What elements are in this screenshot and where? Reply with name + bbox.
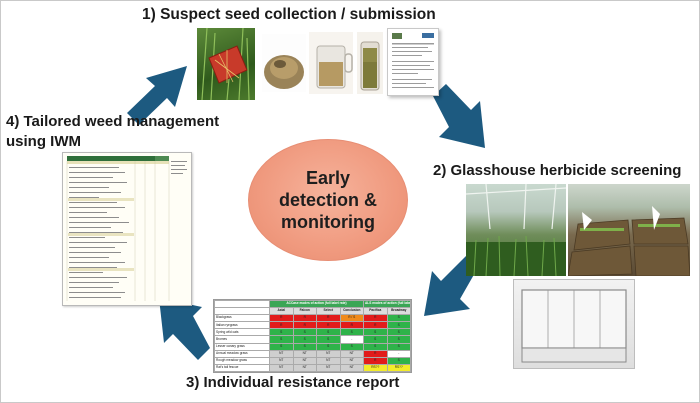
resistance-cell: S [386, 335, 411, 344]
resistance-cell: S [339, 342, 364, 351]
report-column-header: Broadway [386, 307, 411, 316]
step-4-label: 4) Tailored weed management using IWM [6, 113, 220, 150]
resistance-cell: RS?? [363, 363, 388, 372]
resistance-cell: R [339, 321, 364, 330]
field-sample-photo [197, 28, 255, 100]
report-group-header-row: ACCase modes of action (full label rate)… [214, 300, 411, 309]
resistance-cell: R [363, 349, 388, 358]
seed-tube-photo [357, 32, 383, 94]
arrow-icon [159, 298, 210, 360]
seed-pile-photo [262, 34, 306, 92]
growth-cabinet-photo [513, 279, 635, 369]
resistance-cell: S [292, 328, 317, 337]
submission-form-photo [387, 28, 439, 96]
center-ellipse: Early detection & monitoring [248, 139, 408, 261]
resistance-cell: S [316, 335, 341, 344]
report-column-header-row: Axial Falcon Select Conclusion Pacifica … [214, 307, 411, 316]
resistance-cell: S [363, 342, 388, 351]
resistance-cell: R [269, 321, 294, 330]
resistance-cell: NT [269, 349, 294, 358]
resistance-cell: R [269, 314, 294, 323]
resistance-cell: R [316, 321, 341, 330]
resistance-cell: NT [292, 349, 317, 358]
report-column-header: Conclusion [339, 307, 364, 316]
resistance-cell: R / S [339, 314, 364, 323]
report-group-header: ALS modes of action (full label rate) [363, 300, 411, 309]
report-column-header: Select [316, 307, 341, 316]
resistance-cell: S [292, 335, 317, 344]
resistance-cell: NT [269, 356, 294, 365]
weed-species-label: Blackgrass [214, 314, 270, 323]
resistance-cell: S [269, 328, 294, 337]
resistance-cell: S [386, 342, 411, 351]
resistance-cell: NT [316, 363, 341, 372]
weed-species-label: Annual meadow grass [214, 349, 270, 358]
report-group-header: ACCase modes of action (full label rate) [269, 300, 364, 309]
resistance-cell: S [363, 328, 388, 337]
resistance-cell: NT [339, 356, 364, 365]
resistance-cell: R [363, 356, 388, 365]
arrow-icon [433, 84, 485, 148]
resistance-cell: NT [292, 356, 317, 365]
resistance-cell: R [363, 321, 388, 330]
weed-species-label: Rat's tail fescue [214, 363, 270, 372]
resistance-cell: S [386, 356, 411, 365]
report-corner-cell [214, 307, 270, 316]
resistance-report-table: ACCase modes of action (full label rate)… [213, 299, 412, 373]
arrow-icon [127, 66, 187, 125]
seed-trays-photo [568, 184, 690, 276]
resistance-cell: RS?? [386, 363, 411, 372]
resistance-cell: S [386, 321, 411, 330]
resistance-cell: R [292, 321, 317, 330]
resistance-cell: S [269, 335, 294, 344]
resistance-cell: NT [339, 349, 364, 358]
resistance-cell: - [386, 349, 411, 358]
resistance-cell: NT [316, 356, 341, 365]
report-column-header: Falcon [292, 307, 317, 316]
center-text: Early detection & monitoring [278, 168, 377, 232]
weed-species-label: Lesser canary grass [214, 342, 270, 351]
resistance-cell: R [292, 314, 317, 323]
seed-jar-photo [309, 32, 353, 94]
resistance-cell: NT [292, 363, 317, 372]
report-column-header: Pacifica [363, 307, 388, 316]
weed-species-label: Bromes [214, 335, 270, 344]
resistance-cell: NT [316, 349, 341, 358]
weed-species-label: Spring wild oats [214, 328, 270, 337]
step-3-label: 3) Individual resistance report [186, 374, 400, 391]
resistance-cell: S [316, 328, 341, 337]
iwm-plan-document [62, 152, 192, 306]
glasshouse-photo [466, 184, 566, 276]
resistance-cell: R [363, 314, 388, 323]
resistance-cell: R [316, 314, 341, 323]
resistance-cell: S [386, 314, 411, 323]
resistance-cell: S [269, 342, 294, 351]
resistance-cell: S [316, 342, 341, 351]
resistance-cell: NT [269, 363, 294, 372]
report-column-header: Axial [269, 307, 294, 316]
resistance-cell: S [386, 328, 411, 337]
resistance-cell: - [339, 335, 364, 344]
resistance-cell: S [363, 335, 388, 344]
resistance-cell: S [339, 328, 364, 337]
weed-species-label: Rough meadow grass [214, 356, 270, 365]
report-corner-cell [214, 300, 270, 309]
resistance-cell: NT [339, 363, 364, 372]
resistance-cell: S [292, 342, 317, 351]
step-1-label: 1) Suspect seed collection / submission [142, 6, 436, 23]
weed-species-label: Italian ryegrass [214, 321, 270, 330]
step-2-label: 2) Glasshouse herbicide screening [433, 162, 682, 179]
